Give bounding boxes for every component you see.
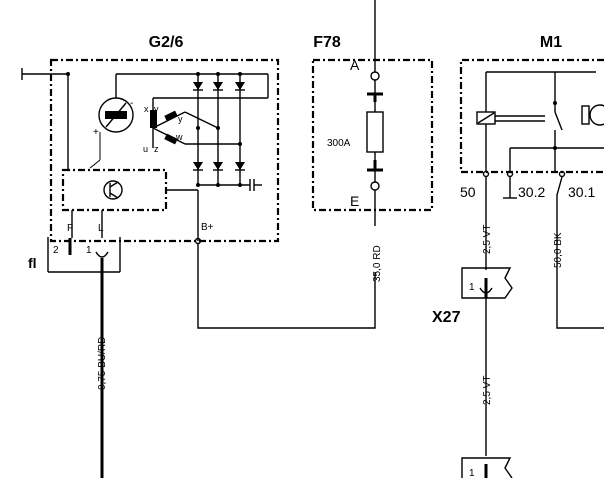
pin-l-label: L — [98, 223, 104, 234]
connector-label: X27 — [432, 309, 461, 326]
voltage-regulator — [61, 168, 168, 212]
fuse-pin-a: A — [350, 57, 360, 73]
wire-starter-30 — [556, 176, 604, 329]
diode-bridge — [193, 72, 269, 187]
ground-symbol — [21, 68, 51, 80]
wire-starter-50-label: 2,5 VT — [482, 225, 493, 254]
pin-bplus-label: B+ — [201, 222, 214, 233]
stator-v: v — [154, 104, 159, 114]
x27-pin-1-top: 1 — [469, 282, 475, 293]
alternator-housing — [49, 58, 280, 243]
fuse-rating: 300A — [327, 138, 351, 149]
plug-pin-1: 1 — [86, 245, 92, 256]
transistor-symbol — [103, 180, 123, 200]
starter-pin-50: 50 — [460, 184, 476, 200]
capacitor — [248, 179, 262, 191]
fuse-element — [366, 80, 384, 182]
plug-symbol: fl — [28, 255, 37, 271]
connector-x27-bottom: 1 — [461, 457, 513, 478]
alternator-plug: 2 1 fl — [28, 237, 121, 273]
stator-x: x — [144, 104, 149, 114]
wire-l-label: 0,75 BU/RD — [97, 337, 108, 390]
starter-pin-30-1: 30.1 — [568, 184, 595, 200]
fuse-label: F78 — [313, 34, 341, 51]
starter-pin-30-2: 30.2 — [518, 184, 545, 200]
x27-pin-1-bottom: 1 — [469, 468, 475, 478]
pin-f-label: F — [67, 223, 73, 234]
starter-housing — [459, 58, 604, 174]
solenoid — [476, 71, 596, 172]
wire-bplus — [197, 243, 376, 329]
fuse-pin-e: E — [350, 193, 359, 209]
exciter-minus: - — [130, 98, 133, 109]
wire-starter-30-label: 50,0 BK — [553, 232, 564, 268]
wire-x27-label: 2,5 VT — [482, 376, 493, 405]
fuse-housing — [311, 58, 434, 212]
connector-x27-top: 1 — [461, 267, 513, 299]
stator-windings: x v y w u z — [143, 98, 186, 154]
exciter-winding: - + — [89, 97, 134, 169]
plug-pin-2: 2 — [53, 245, 59, 256]
stator-w: w — [175, 132, 183, 142]
stator-u: u — [143, 144, 148, 154]
stator-z: z — [154, 144, 159, 154]
stator-y: y — [178, 114, 183, 124]
wire-bplus-label: 35,0 RD — [372, 245, 383, 282]
starter-label: M1 — [540, 34, 562, 51]
exciter-plus: + — [93, 127, 99, 138]
alternator-label: G2/6 — [149, 34, 184, 51]
starter-switch — [509, 72, 604, 172]
